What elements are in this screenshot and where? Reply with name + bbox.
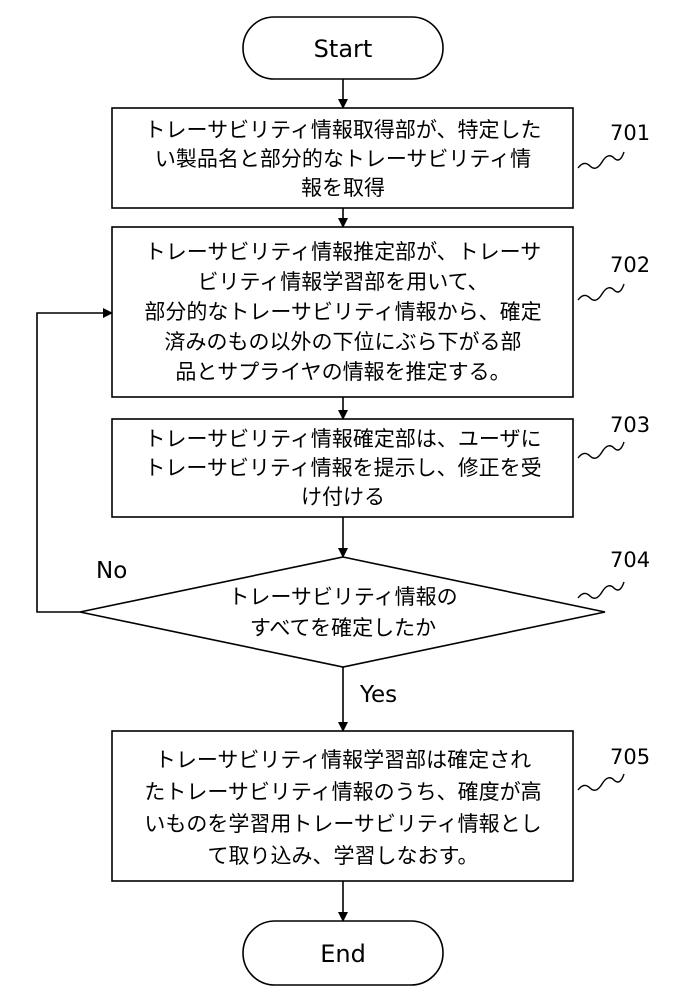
step-702-line-4: 済みのもの以外の下位にぶら下がる部	[165, 330, 522, 354]
ref-number-703: 703	[610, 413, 650, 437]
end-label: End	[320, 940, 366, 968]
ref-leader-704	[578, 582, 624, 598]
ref-701: 701	[578, 121, 650, 168]
step-703-line-2: トレーサビリティ情報を提示し、修正を受	[144, 456, 541, 480]
step-703-line-1: トレーサビリティ情報確定部は、ユーザに	[145, 427, 542, 451]
start-label: Start	[314, 35, 373, 63]
step-702-line-3: 部分的なトレーサビリティ情報から、確定	[144, 300, 541, 324]
ref-number-701: 701	[610, 121, 650, 145]
process-box-701: トレーサビリティ情報取得部が、特定した い製品名と部分的なトレーサビリティ情 報…	[112, 108, 573, 208]
ref-number-704: 704	[610, 548, 650, 572]
step-701-line-2: い製品名と部分的なトレーサビリティ情	[155, 147, 531, 171]
decision-line-1: トレーサビリティ情報の	[228, 585, 457, 609]
process-box-703: トレーサビリティ情報確定部は、ユーザに トレーサビリティ情報を提示し、修正を受 …	[112, 419, 573, 517]
ref-leader-701	[578, 152, 624, 168]
ref-leader-702	[578, 284, 624, 300]
process-box-702: トレーサビリティ情報推定部が、トレーサ ビリティ情報学習部を用いて、 部分的なト…	[112, 227, 573, 397]
ref-704: 704	[578, 548, 650, 598]
process-box-705: トレーサビリティ情報学習部は確定され たトレーサビリティ情報のうち、確度が高 い…	[112, 731, 573, 881]
decision-line-2: すべてを確定したか	[250, 616, 436, 640]
ref-703: 703	[578, 413, 650, 458]
ref-number-702: 702	[610, 253, 650, 277]
ref-number-705: 705	[610, 745, 650, 769]
yes-label: Yes	[359, 682, 397, 708]
ref-leader-705	[578, 774, 624, 790]
step-703-line-3: け付ける	[301, 485, 385, 509]
start-terminal: Start	[243, 17, 443, 79]
step-702-line-1: トレーサビリティ情報推定部が、トレーサ	[145, 240, 541, 264]
no-label: No	[96, 558, 127, 584]
ref-705: 705	[578, 745, 650, 790]
step-705-line-2: たトレーサビリティ情報のうち、確度が高	[144, 780, 541, 804]
end-terminal: End	[243, 921, 443, 985]
step-701-line-3: 報を取得	[301, 176, 385, 200]
step-702-line-5: 品とサプライヤの情報を推定する。	[175, 360, 510, 384]
decision-diamond-704: トレーサビリティ情報の すべてを確定したか	[80, 557, 605, 667]
step-705-line-3: いものを学習用トレーサビリティ情報とし	[144, 812, 541, 836]
step-702-line-2: ビリティ情報学習部を用いて、	[197, 270, 488, 294]
step-705-line-1: トレーサビリティ情報学習部は確定され	[155, 748, 531, 772]
step-705-line-4: て取り込み、学習しなおす。	[208, 844, 479, 868]
step-701-line-1: トレーサビリティ情報取得部が、特定した	[145, 118, 542, 142]
ref-702: 702	[578, 253, 650, 300]
ref-leader-703	[578, 442, 624, 458]
